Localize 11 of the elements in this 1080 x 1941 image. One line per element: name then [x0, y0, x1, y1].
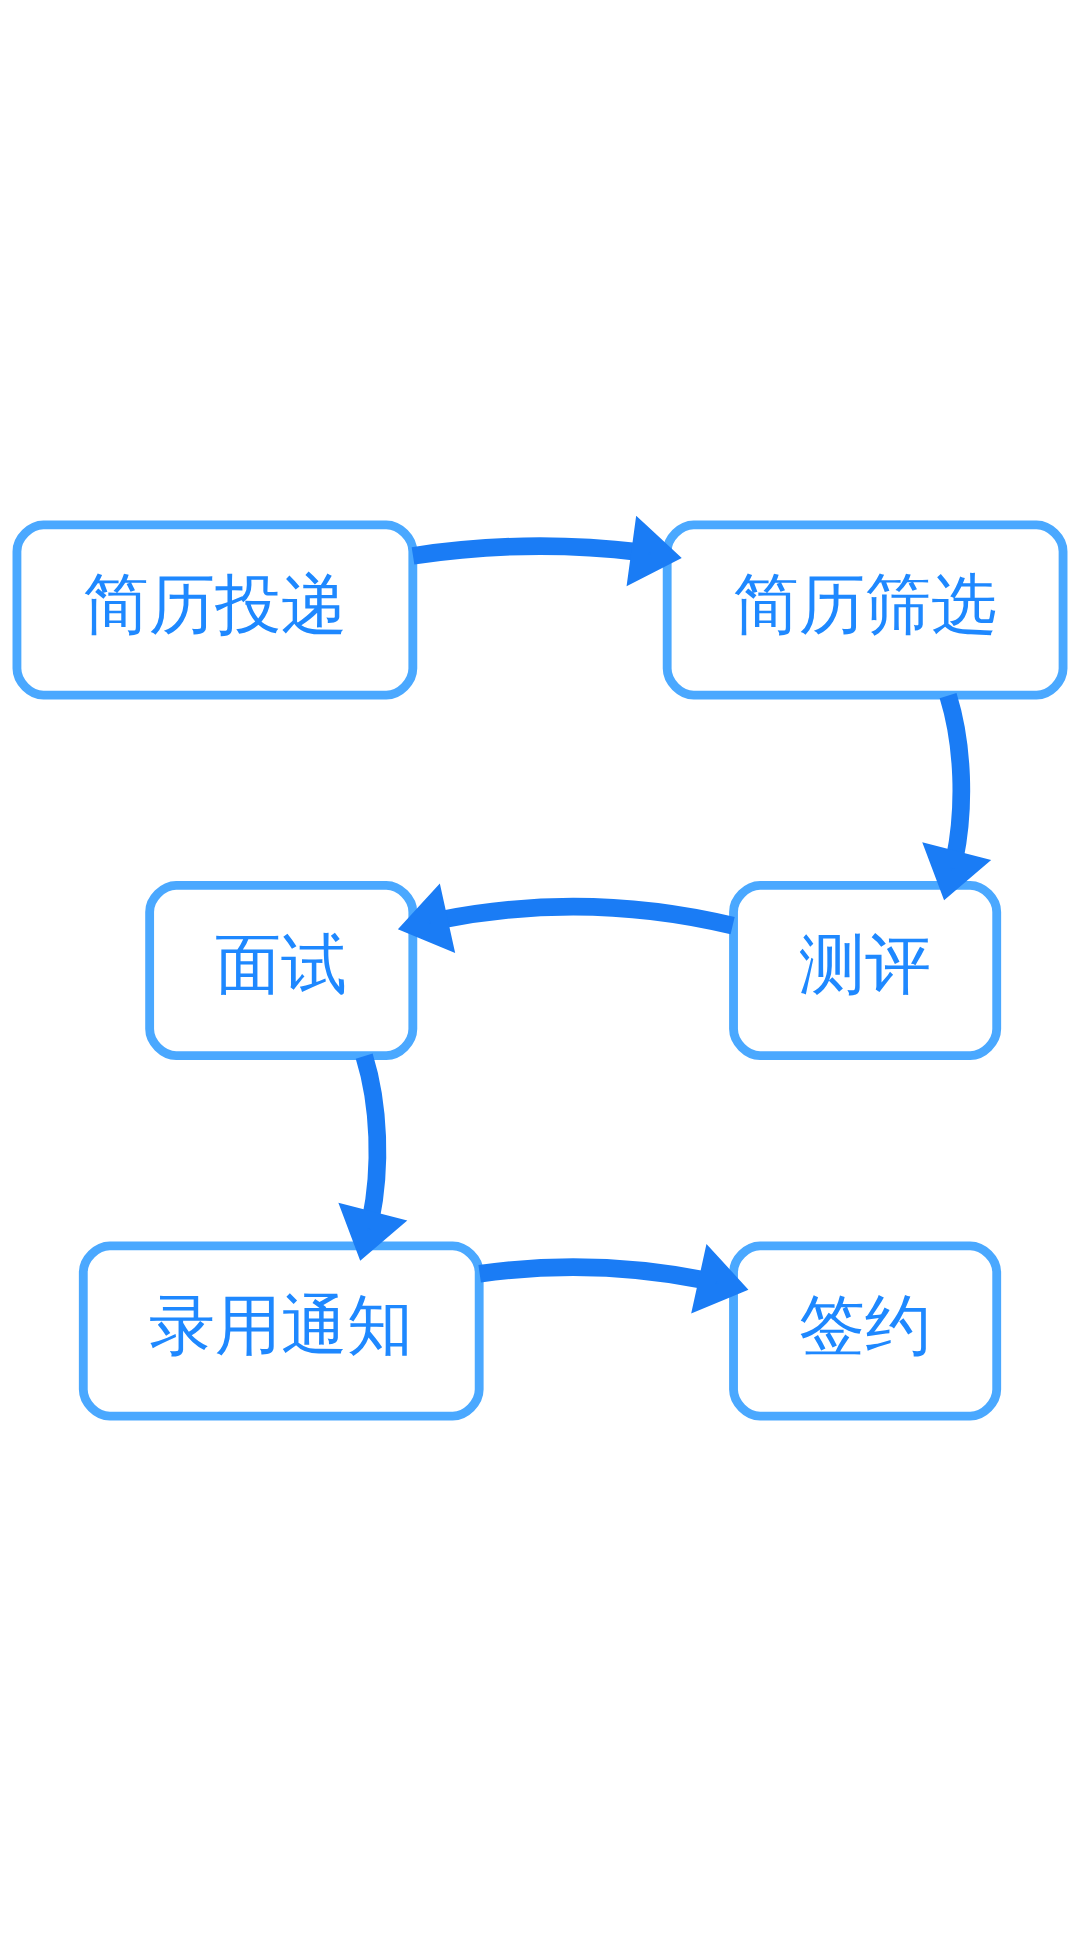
arrow: [411, 516, 682, 587]
node-box: 简历筛选: [662, 520, 1068, 700]
node-box: 测评: [729, 880, 1002, 1061]
node-box: 录用通知: [78, 1241, 484, 1421]
node-box: 面试: [145, 880, 418, 1061]
node-box: 简历投递: [12, 520, 418, 700]
arrow: [338, 1053, 408, 1261]
node-box: 签约: [729, 1241, 1002, 1421]
arrow: [922, 693, 992, 901]
arrow: [478, 1244, 749, 1314]
arrow: [397, 883, 735, 953]
